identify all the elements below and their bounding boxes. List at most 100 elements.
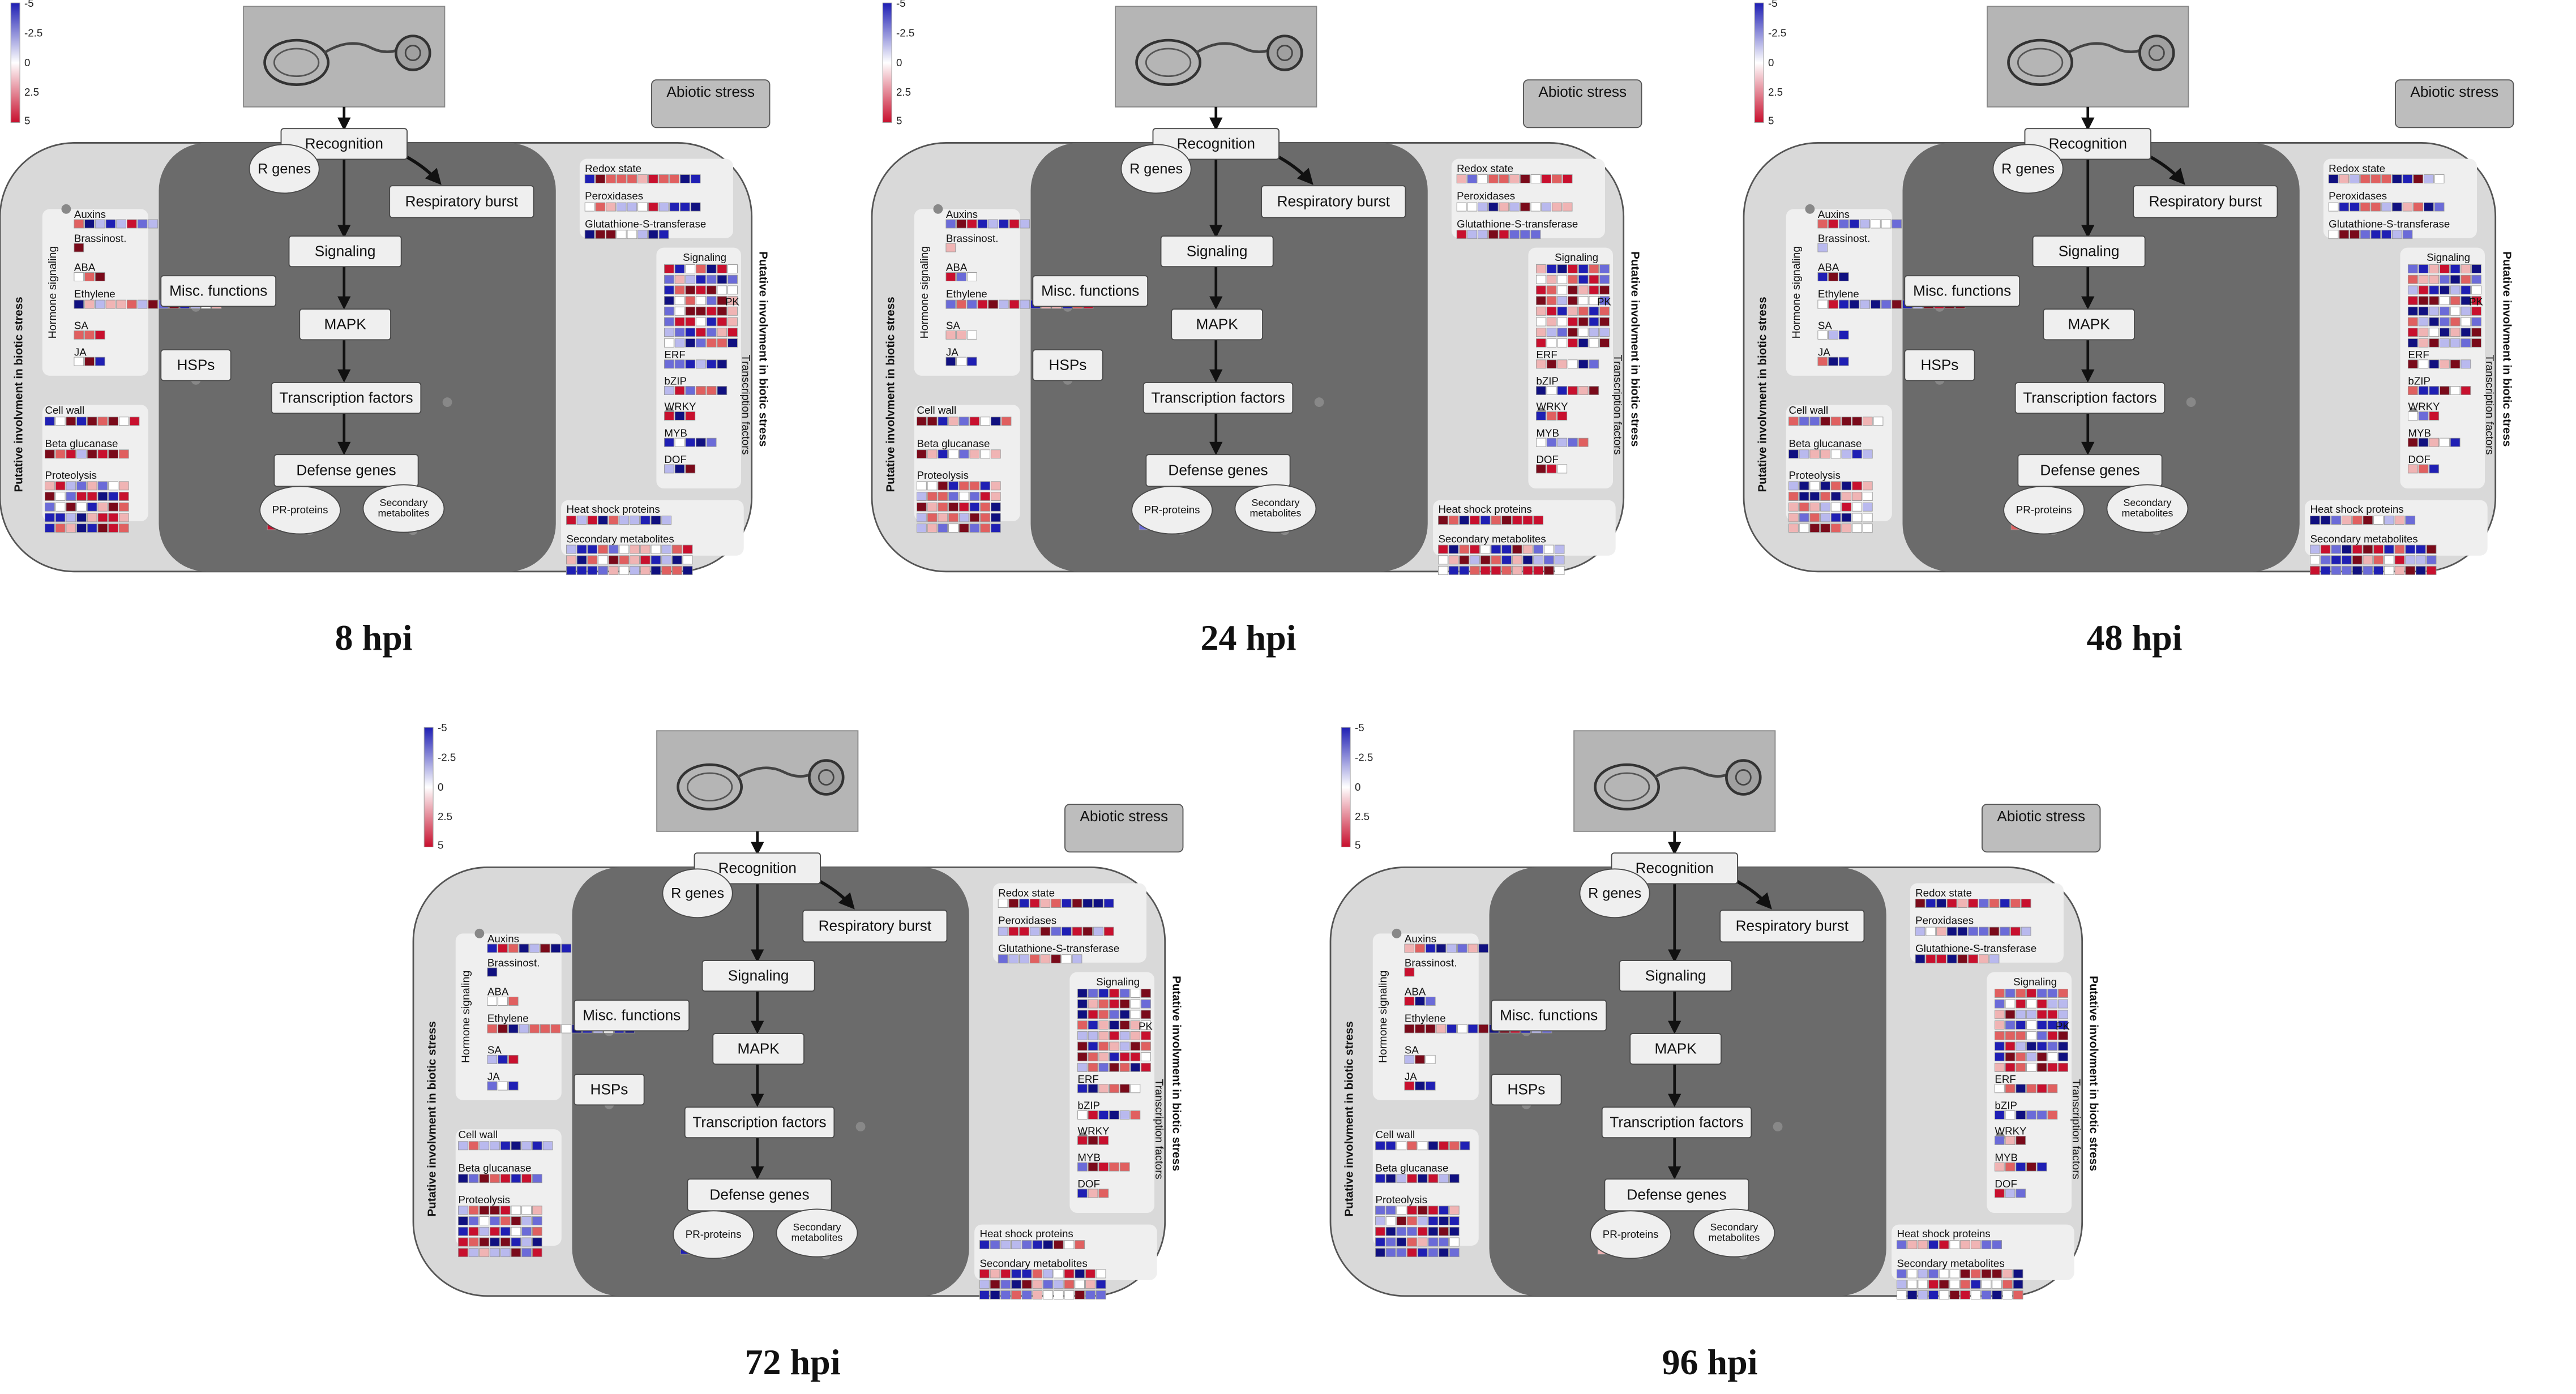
beta-glucanase-label: Beta glucanase xyxy=(917,438,990,450)
legend-tick: -5 xyxy=(24,0,34,10)
heatmap-cell xyxy=(532,1226,542,1236)
heatmap-cell xyxy=(1499,174,1509,183)
hormone-signaling-label: Hormone signaling xyxy=(46,246,59,339)
heatmap-cell xyxy=(2440,274,2450,284)
heatmap-cell xyxy=(669,174,680,183)
heatmap-cell xyxy=(2407,264,2418,273)
heatmap-cell xyxy=(74,330,84,340)
heatmap-cell xyxy=(1557,437,1568,447)
heatmap-cell xyxy=(1820,492,1830,501)
heatmap-cell xyxy=(105,219,116,229)
r-genes-oval: R genes xyxy=(1120,144,1192,194)
peroxidases-label: Peroxidases xyxy=(998,915,1057,927)
heatmap-cell xyxy=(84,299,95,309)
heatmap-cell xyxy=(1512,555,1522,565)
heatmap-cell xyxy=(2026,1084,2036,1093)
heatmap-cell xyxy=(1830,417,1841,426)
heatmap-cell xyxy=(2342,516,2352,525)
heatmap-cell xyxy=(2429,328,2440,337)
secondary-metabolites-label: Secondary metabolites xyxy=(979,1258,1088,1270)
heatmap-cell xyxy=(1970,1269,1981,1279)
heatmap-cell xyxy=(1088,1084,1098,1093)
mapk-box: MAPK xyxy=(299,308,391,341)
beta-glucanase-label: Beta glucanase xyxy=(45,438,118,450)
heatmap-cell xyxy=(1578,306,1589,316)
heatmap-cell xyxy=(84,357,95,366)
heatmap-cell xyxy=(2415,544,2426,554)
heatmap-cell xyxy=(1439,1226,1449,1236)
heatmap-cell xyxy=(487,1081,498,1091)
heatmap-cell xyxy=(2328,202,2339,212)
heatmap-cell xyxy=(2373,544,2384,554)
heatmap-cell xyxy=(2429,285,2440,295)
heatmap-cell xyxy=(2418,306,2429,316)
inner-region xyxy=(1902,143,2300,572)
heatmap-cell xyxy=(1907,1290,1918,1299)
heatmap-cell xyxy=(1820,513,1830,522)
pr-proteins-oval: PR-proteins xyxy=(259,486,341,535)
heatmap-cell xyxy=(958,492,969,501)
heatmap-cell xyxy=(1119,1062,1130,1072)
heatmap-cell xyxy=(1501,516,1512,525)
heatmap-cell xyxy=(1994,999,2005,1009)
heatmap-cell xyxy=(1478,202,1488,212)
heatmap-cell xyxy=(2461,338,2471,348)
heatmap-cell xyxy=(1467,943,1478,953)
heatmap-cell xyxy=(2005,1062,2016,1072)
pr-proteins-oval: PR-proteins xyxy=(673,1210,755,1259)
heatmap-cell xyxy=(990,1269,1000,1279)
color-legend: -5 -2.5 0 2.5 5 xyxy=(1336,722,1383,851)
heatmap-cell xyxy=(1535,274,1546,284)
heatmap-cell xyxy=(682,555,693,565)
heatmap-cell xyxy=(529,1024,540,1033)
heatmap-cell xyxy=(1075,1240,1085,1250)
heatmap-cell xyxy=(1407,1141,1417,1151)
heatmap-cell xyxy=(696,317,706,327)
heatmap-cell xyxy=(1568,317,1578,327)
heatmap-cell xyxy=(1077,1062,1088,1072)
heatmap-cell xyxy=(458,1248,468,1258)
heatmap-cell xyxy=(1981,1290,1992,1299)
heatmap-cell xyxy=(1119,1052,1130,1062)
heatmap-cell xyxy=(1448,516,1459,525)
heatmap-cell xyxy=(1918,1280,1928,1289)
heatmap-cell xyxy=(1557,296,1568,306)
heatmap-cell xyxy=(1852,502,1862,512)
heatmap-cell xyxy=(1043,1269,1053,1279)
heatmap-cell xyxy=(1077,1031,1088,1040)
heatmap-cell xyxy=(2331,516,2342,525)
heatmap-cell xyxy=(948,492,958,501)
heatmap-cell xyxy=(728,264,738,273)
heatmap-cell xyxy=(640,516,651,525)
heatmap-cell xyxy=(1032,1290,1043,1299)
heatmap-cell xyxy=(498,1054,508,1064)
pathway-panel: Recognition R genes Respiratory burst Si… xyxy=(871,0,1698,667)
heatmap-cell xyxy=(1051,954,1061,964)
heatmap-cell xyxy=(1088,989,1098,998)
heatmap-cell xyxy=(108,502,118,512)
hormone-signaling-label: Hormone signaling xyxy=(460,970,472,1063)
heatmap-cell xyxy=(1809,449,1820,459)
heatmap-cell xyxy=(1491,544,1501,554)
heatmap-cell xyxy=(706,274,717,284)
heatmap-cell xyxy=(2429,264,2440,273)
heatmap-cell xyxy=(1130,1062,1141,1072)
heatmap-cell xyxy=(500,1226,511,1236)
heatmap-cell xyxy=(137,219,148,229)
heatmap-cell xyxy=(1949,1269,1960,1279)
heatmap-cell xyxy=(458,1174,468,1183)
heatmap-cell xyxy=(664,437,674,447)
heatmap-cell xyxy=(1820,524,1830,533)
heatmap-cell xyxy=(1109,989,1119,998)
ethylene-label: Ethylene xyxy=(1817,288,1859,301)
ethylene-label: Ethylene xyxy=(1404,1013,1446,1025)
secondary-metabolites-oval: Secondary metabolites xyxy=(1693,1208,1775,1258)
heatmap-cell xyxy=(2309,516,2320,525)
hormone-group xyxy=(1372,933,1479,1100)
heatmap-cell xyxy=(1488,174,1499,183)
heatmap-cell xyxy=(2394,544,2405,554)
heatmap-cell xyxy=(1098,1110,1109,1120)
heatmap-cell xyxy=(2013,1280,2023,1289)
heatmap-cell xyxy=(2320,516,2331,525)
heatmap-cell xyxy=(2418,285,2429,295)
